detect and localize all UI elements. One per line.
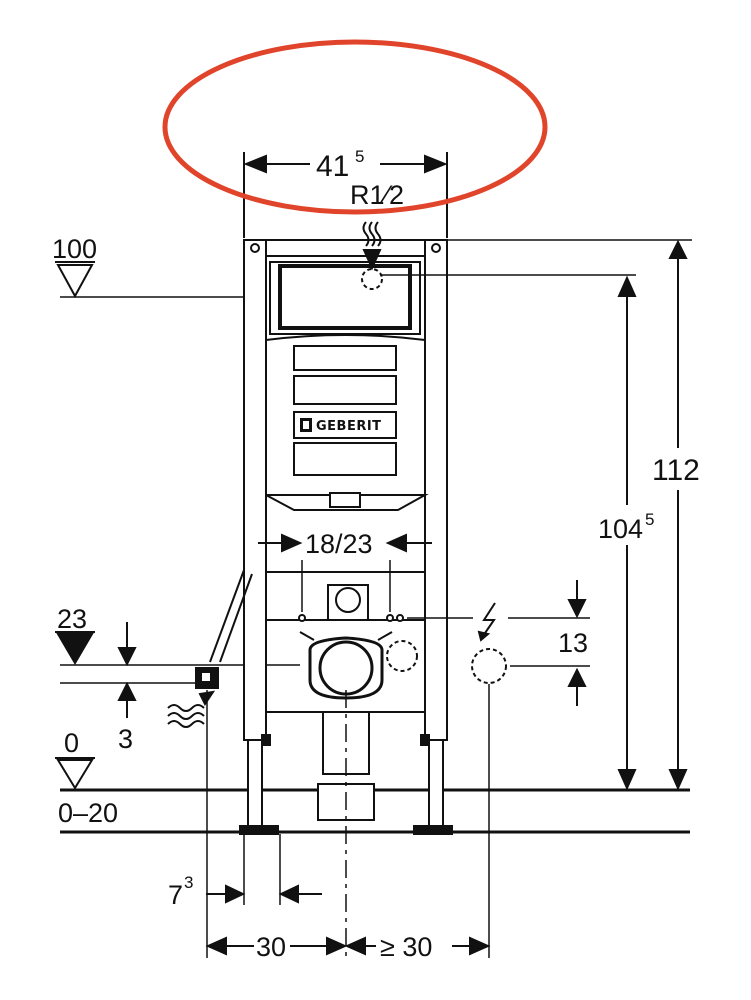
level-marker-icon [56, 759, 94, 790]
height-dimension-104 [617, 275, 637, 791]
level-label-upper: 100 [52, 234, 97, 264]
drain-pipe [299, 631, 418, 821]
level-marker-0 [55, 757, 95, 790]
top-width-superscript: 5 [355, 147, 364, 166]
flush-spacing-label: 18/23 [305, 529, 373, 559]
flush-outlet [298, 560, 404, 622]
bottom-left-label: 30 [256, 932, 286, 962]
height-dimension-112 [447, 239, 692, 791]
level-label-middle: 23 [57, 604, 87, 634]
installation-frame [209, 239, 453, 835]
height-connection-label: 104 [598, 514, 643, 544]
level-label-floor: 0 [64, 728, 79, 758]
level-marker-icon [56, 633, 94, 665]
electric-dimension [567, 580, 587, 706]
level-offset-3 [117, 622, 137, 718]
left-offset-dimension [206, 884, 322, 904]
height-total-label: 112 [652, 454, 700, 487]
level-marker-100 [55, 261, 262, 299]
geberit-logo-icon: GEBERIT [293, 411, 397, 439]
highlight-ellipse [162, 39, 548, 215]
cistern [265, 261, 429, 511]
thread-label: R1⁄2 [350, 180, 404, 210]
water-inlet [361, 221, 636, 290]
electric-offset-label: 13 [558, 628, 588, 658]
left-offset-label: 7 [168, 880, 183, 910]
level-label-floor-range: 0–20 [58, 798, 118, 828]
electric-connection-icon [407, 602, 590, 684]
top-width-label: 41 [316, 150, 349, 183]
water-supply-icon [167, 667, 219, 728]
brand-logo-text: GEBERIT [316, 419, 382, 434]
left-offset-superscript: 3 [184, 873, 193, 892]
top-width-dimension [243, 152, 448, 238]
level-offset-label: 3 [118, 724, 133, 754]
flush-spacing-dimension [258, 533, 432, 553]
bottom-right-label: ≥ 30 [380, 932, 432, 962]
height-connection-superscript: 5 [645, 510, 654, 529]
bottom-left-dimension [205, 936, 348, 956]
bottom-extension-lines [206, 684, 490, 958]
bottom-right-dimension [344, 936, 491, 956]
level-marker-icon [56, 264, 94, 299]
